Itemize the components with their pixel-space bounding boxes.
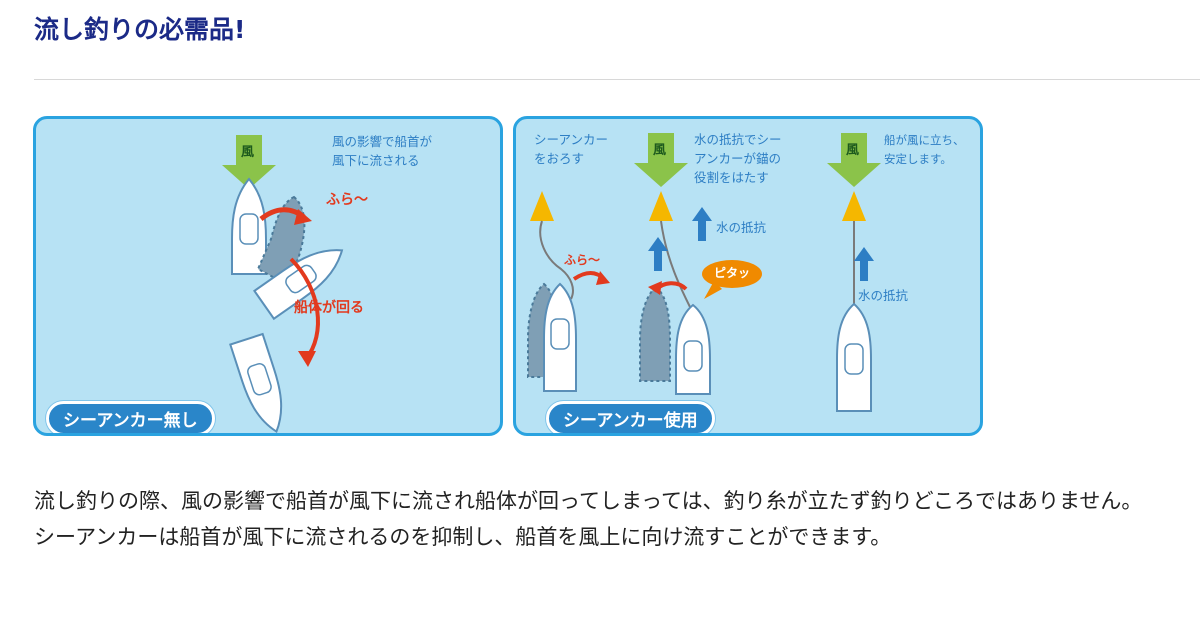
step1-note: をおろす xyxy=(534,151,585,166)
sea-anchor-icon xyxy=(530,191,554,221)
diagram-without-anchor-illustration xyxy=(222,135,344,433)
pitatto-label: ピタッ xyxy=(714,266,751,280)
red-curve-arrow-icon xyxy=(289,257,320,361)
drift-label: ふら～ xyxy=(326,192,368,208)
step3-note: 安定します。 xyxy=(884,152,952,166)
body-text: 流し釣りの際、風の影響で船首が風下に流され船体が回ってしまっては、釣り糸が立たず… xyxy=(34,483,1200,555)
wind-arrow-icon xyxy=(827,133,881,187)
diagram-panel-without-anchor: 風 風の影響で船首が 風下に流される ふら～ 船体が回る シーアンカー無し xyxy=(33,116,503,436)
ghost-boat-icon xyxy=(639,285,671,382)
water-resistance-label: 水の抵抗 xyxy=(858,288,909,303)
step2-note: 水の抵抗でシー xyxy=(694,132,782,147)
drift-label: ふら～ xyxy=(564,253,601,267)
step2-note: 役割をはたす xyxy=(694,170,769,185)
blue-up-arrow-icon xyxy=(648,207,712,271)
body-paragraph: 流し釣りの際、風の影響で船首が風下に流され船体が回ってしまっては、釣り糸が立たず… xyxy=(34,489,1143,513)
note-line: 風の影響で船首が xyxy=(332,134,433,149)
rotate-label: 船体が回る xyxy=(294,300,364,316)
caption-badge: シーアンカー使用 xyxy=(546,401,715,433)
boat-icon xyxy=(543,282,577,392)
caption-badge: シーアンカー無し xyxy=(46,401,215,433)
diagram-with-anchor-illustration xyxy=(527,133,881,412)
note-line: 風下に流される xyxy=(332,153,420,168)
step2-note: アンカーが錨の xyxy=(694,151,782,166)
boat-icon xyxy=(675,303,711,395)
water-resistance-label: 水の抵抗 xyxy=(716,220,767,235)
wind-arrow-icon xyxy=(222,135,276,189)
wind-label: 風 xyxy=(241,145,255,160)
sea-anchor-icon xyxy=(842,191,866,221)
blue-up-arrow-icon xyxy=(854,247,874,281)
sea-anchor-icon xyxy=(649,191,673,221)
step3-note: 船が風に立ち、 xyxy=(884,133,965,147)
page-title: 流し釣りの必需品! xyxy=(34,15,246,44)
wind-arrow-icon xyxy=(634,133,688,187)
boat-icon xyxy=(231,177,267,275)
step1-note: シーアンカー xyxy=(534,132,609,147)
boat-icon xyxy=(229,332,283,433)
divider xyxy=(34,79,1200,80)
boat-icon xyxy=(836,302,872,412)
body-paragraph: シーアンカーは船首が風下に流されるのを抑制し、船首を風上に向け流すことができます… xyxy=(34,525,892,549)
boat-icon xyxy=(252,249,344,321)
diagram-panel-with-anchor: シーアンカー をおろす ふら～ 風 水の抵抗でシー アンカーが錨の 役割をはたす… xyxy=(513,116,983,436)
wind-label: 風 xyxy=(653,143,667,158)
speech-bubble-icon xyxy=(702,260,762,299)
wind-label: 風 xyxy=(846,143,860,158)
